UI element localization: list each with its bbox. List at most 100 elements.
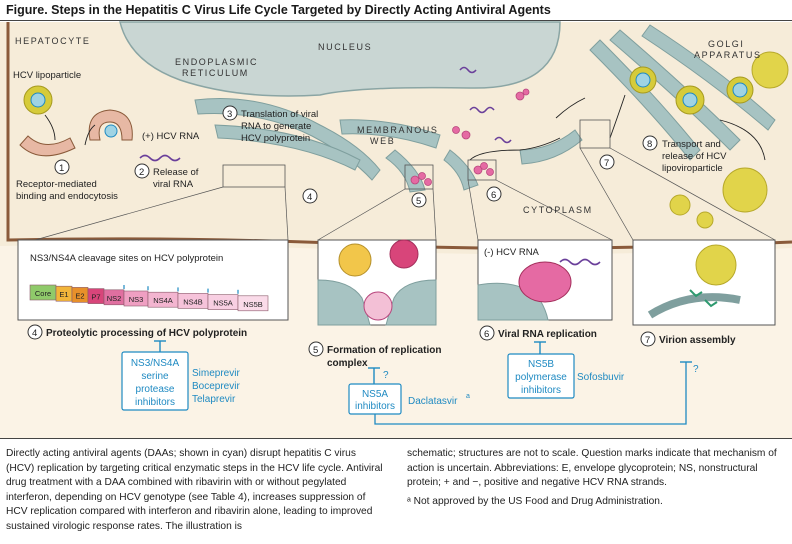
drug-class-ns5a: ? NS5A inhibitors (348, 367, 402, 415)
polyprotein-label-ns3: NS3 (129, 295, 144, 304)
step-5-marker: 5 (308, 341, 324, 357)
title-rule (0, 20, 792, 21)
ns-protein-yellow (338, 243, 372, 277)
polyprotein-bar: Core E1 E2 P7 NS2 NS3 NS4A NS4B NS5A NS5B (29, 284, 269, 312)
label-lipoparticle: HCV lipoparticle (13, 70, 81, 81)
label-membranous-1: MEMBRANOUS (357, 125, 439, 135)
polyprotein-label-p7: P7 (91, 293, 100, 302)
drug-class-ns5b: NS5B polymerase inhibitors (507, 341, 575, 399)
rna-strand-6 (559, 258, 601, 266)
step-1-marker: 1 (54, 159, 70, 175)
incoming-lipoparticle (19, 85, 133, 157)
drug-class-ns3: NS3/NS4A serine protease inhibitors (121, 340, 189, 411)
polyprotein-label-ns4a: NS4A (153, 296, 173, 305)
ns5b-polymerase (518, 261, 572, 303)
svg-text:NS5B: NS5B (528, 359, 554, 370)
step-7-marker: 7 (640, 331, 656, 347)
svg-text:4: 4 (307, 192, 312, 203)
svg-text:6: 6 (484, 329, 489, 340)
ns-protein-pink (389, 239, 419, 269)
step-3-label-line2: RNA to generate (241, 121, 311, 132)
flow-arrows (44, 94, 766, 161)
caption-rule (0, 438, 792, 439)
step-2-label-line1: Release of (153, 167, 199, 178)
lipid-droplet-7 (695, 244, 737, 286)
svg-text:2: 2 (139, 167, 144, 178)
drug-daclatasvir: Daclatasvir (408, 396, 458, 407)
svg-text:protease: protease (136, 384, 175, 395)
step-2-label-line2: viral RNA (153, 179, 194, 190)
viral-rna-strands (139, 66, 512, 162)
step-8-label-line2: release of HCV (662, 151, 727, 162)
svg-text:1: 1 (59, 163, 64, 174)
svg-text:5: 5 (313, 345, 318, 356)
caption-right: schematic; structures are not to scale. … (407, 447, 787, 509)
step-1-label-line1: Receptor-mediated (16, 179, 97, 190)
svg-text:8: 8 (647, 139, 652, 150)
svg-text:inhibitors: inhibitors (521, 385, 561, 396)
svg-text:polymerase: polymerase (515, 372, 567, 383)
replication-complexes (410, 88, 530, 186)
step-3-label-line1: Translation of viral (241, 109, 318, 120)
step-6-marker-top: 6 (486, 186, 502, 202)
daclatasvir-footnote-mark: a (466, 393, 470, 400)
replication-vesicle (363, 291, 393, 321)
hcv-lifecycle-diagram: HEPATOCYTE NUCLEUS ENDOPLASMIC RETICULUM… (0, 21, 792, 438)
svg-text:?: ? (383, 370, 389, 381)
label-neg-rna: (-) HCV RNA (484, 247, 540, 258)
step-4-marker-top: 4 (302, 188, 318, 204)
svg-text:7: 7 (604, 158, 609, 169)
caption-left: Directly acting antiviral agents (DAAs; … (6, 448, 383, 532)
polyprotein-label-e2: E2 (75, 291, 84, 300)
svg-text:4: 4 (32, 328, 37, 339)
polyprotein-label-ns5b: NS5B (243, 300, 263, 309)
core-proteins (689, 289, 718, 308)
svg-text:NS5A: NS5A (362, 389, 388, 400)
drug-sofosbuvir: Sofosbuvir (577, 372, 625, 383)
label-golgi-1: GOLGI (708, 39, 745, 49)
svg-text:inhibitors: inhibitors (355, 401, 395, 412)
label-cytoplasm: CYTOPLASM (523, 205, 593, 215)
polyprotein-segment-ns5b (237, 295, 269, 312)
svg-text:serine: serine (141, 371, 169, 382)
figure-title: Figure. Steps in the Hepatitis C Virus L… (6, 3, 551, 17)
svg-text:3: 3 (227, 109, 232, 120)
step-3-label-line3: HCV polyprotein (241, 133, 310, 144)
label-nucleus: NUCLEUS (318, 42, 372, 52)
zoom-box-4 (222, 164, 286, 188)
er-membrane-section (317, 279, 371, 326)
step-4-label: Proteolytic processing of HCV polyprotei… (46, 328, 247, 339)
polyprotein-label-ns5a: NS5A (213, 299, 233, 308)
caption-footnote: ᵃ Not approved by the US Food and Drug A… (407, 495, 663, 507)
zoom-box-7 (579, 119, 611, 149)
svg-text:7: 7 (645, 335, 650, 346)
polyprotein-label-core: Core (35, 289, 51, 298)
drug-boceprevir: Boceprevir (192, 381, 240, 392)
step-5-marker-top: 5 (411, 192, 427, 208)
label-er-2: RETICULUM (182, 68, 249, 78)
step-8-label-line1: Transport and (662, 139, 721, 150)
label-hepatocyte: HEPATOCYTE (15, 36, 91, 46)
step-7-marker-top: 7 (599, 154, 615, 170)
drug-simeprevir: Simeprevir (192, 368, 240, 379)
label-membranous-2: WEB (370, 136, 395, 146)
er-membrane-section-right (385, 279, 437, 326)
er-membrane-7 (647, 293, 741, 319)
polyprotein-label-ns2: NS2 (107, 294, 122, 303)
caption-right-text: schematic; structures are not to scale. … (407, 448, 777, 489)
step-6-marker: 6 (479, 325, 495, 341)
nucleus (119, 21, 561, 97)
step-8-label-line3: lipoviroparticle (662, 163, 723, 174)
ns5a-to-assembly-connector: ? (374, 361, 699, 425)
polyprotein-label-e1: E1 (59, 290, 68, 299)
svg-text:5: 5 (416, 196, 421, 207)
golgi-virions (629, 66, 754, 115)
polyprotein-label-ns4b: NS4B (183, 297, 203, 306)
drug-telaprevir: Telaprevir (192, 394, 236, 405)
step-1-label-line2: binding and endocytosis (16, 191, 118, 202)
ns-cleavage-title: NS3/NS4A cleavage sites on HCV polyprote… (30, 253, 223, 264)
svg-text:inhibitors: inhibitors (135, 397, 175, 408)
step-2-marker: 2 (134, 163, 150, 179)
lipid-droplets (669, 51, 789, 229)
label-golgi-2: APPARATUS (694, 50, 762, 60)
